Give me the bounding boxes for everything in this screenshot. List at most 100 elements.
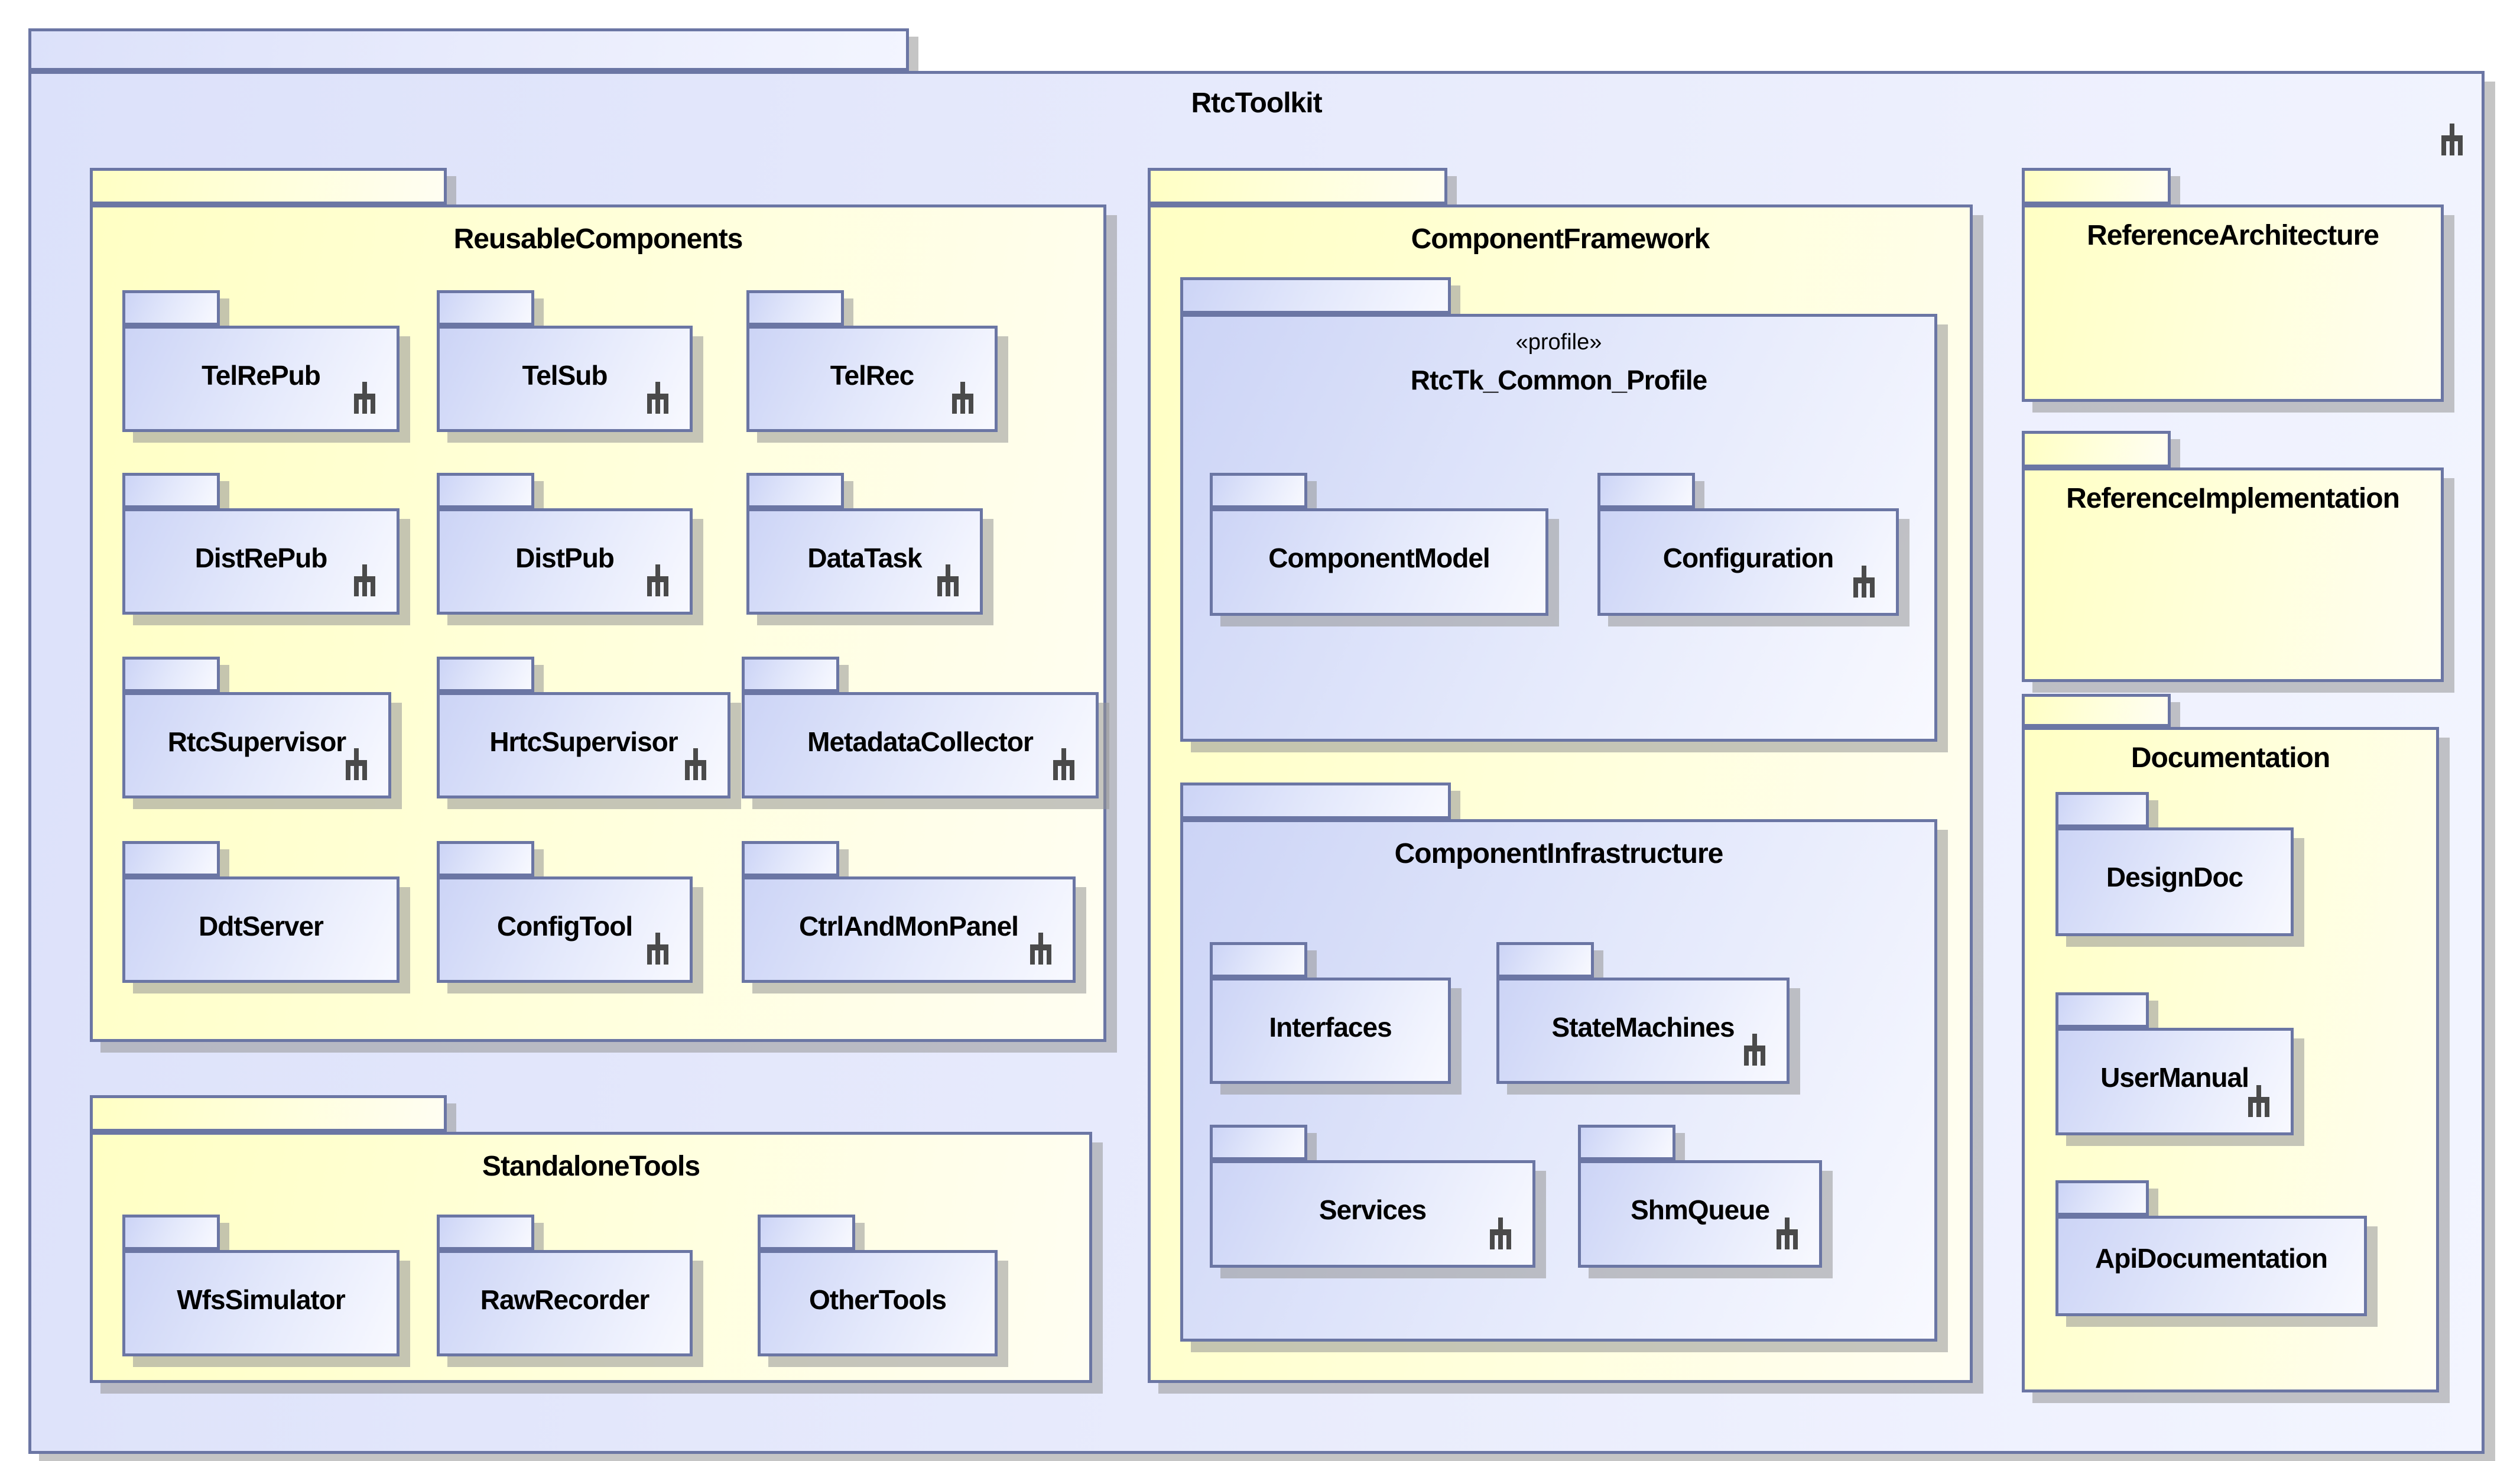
package-body: MetadataCollector	[742, 692, 1099, 798]
package-tab	[742, 657, 839, 692]
package-componentmodel[interactable]: ComponentModel	[1210, 473, 1548, 616]
package-label: ApiDocumentation	[2095, 1243, 2328, 1274]
package-tab	[746, 473, 844, 508]
package-body: DistPub	[437, 508, 693, 615]
package-apidocumentation[interactable]: ApiDocumentation	[2055, 1180, 2367, 1316]
package-rawrecorder[interactable]: RawRecorder	[437, 1215, 693, 1356]
diagram-link-icon	[1853, 566, 1875, 598]
package-shmqueue[interactable]: ShmQueue	[1578, 1125, 1822, 1268]
package-configtool[interactable]: ConfigTool	[437, 841, 693, 983]
package-designdoc[interactable]: DesignDoc	[2055, 792, 2294, 936]
package-label: DistPub	[515, 543, 615, 573]
package-label: WfsSimulator	[177, 1284, 345, 1315]
package-body: HrtcSupervisor	[437, 692, 730, 798]
package-tab	[122, 1215, 220, 1250]
package-metadatacollector[interactable]: MetadataCollector	[742, 657, 1099, 798]
package-tab	[742, 841, 839, 876]
package-label: OtherTools	[809, 1284, 947, 1315]
package-label: ConfigTool	[496, 911, 633, 941]
diagram-link-icon	[2248, 1085, 2269, 1117]
package-usermanual[interactable]: UserManual	[2055, 992, 2294, 1135]
package-body: TelSub	[437, 326, 693, 432]
package-distrepub[interactable]: DistRePub	[122, 473, 400, 615]
package-label: RtcToolkit	[1191, 87, 1322, 119]
package-body: ApiDocumentation	[2055, 1216, 2367, 1316]
package-tab	[746, 290, 844, 326]
package-tab	[437, 473, 534, 508]
package-distpub[interactable]: DistPub	[437, 473, 693, 615]
package-body: WfsSimulator	[122, 1250, 400, 1356]
package-body: ReferenceArchitecture	[2022, 204, 2444, 402]
package-telrepub[interactable]: TelRePub	[122, 290, 400, 432]
package-label: ReferenceImplementation	[2066, 483, 2400, 514]
package-hrtcsupervisor[interactable]: HrtcSupervisor	[437, 657, 730, 798]
package-label: CtrlAndMonPanel	[799, 911, 1019, 941]
package-referenceimplementation[interactable]: ReferenceImplementation	[2022, 431, 2444, 682]
package-tab	[2022, 431, 2171, 467]
diagram-link-icon	[346, 748, 367, 780]
package-body: ShmQueue	[1578, 1160, 1822, 1268]
package-body: CtrlAndMonPanel	[742, 876, 1076, 983]
package-configuration[interactable]: Configuration	[1597, 473, 1899, 616]
package-wfssimulator[interactable]: WfsSimulator	[122, 1215, 400, 1356]
package-othertools[interactable]: OtherTools	[758, 1215, 998, 1356]
package-rtcsupervisor[interactable]: RtcSupervisor	[122, 657, 391, 798]
package-tab	[1210, 942, 1307, 978]
package-ddtserver[interactable]: DdtServer	[122, 841, 400, 983]
package-label: DataTask	[807, 543, 922, 573]
package-tab	[122, 657, 220, 692]
package-label: ComponentModel	[1268, 543, 1490, 573]
package-label: DistRePub	[194, 543, 328, 573]
package-body: TelRec	[746, 326, 998, 432]
package-tab	[1496, 942, 1594, 978]
package-tab	[1180, 277, 1451, 314]
package-label: ReusableComponents	[453, 223, 743, 255]
package-label: Services	[1319, 1194, 1427, 1225]
package-telrec[interactable]: TelRec	[746, 290, 998, 432]
package-label: HrtcSupervisor	[489, 726, 678, 757]
package-body: DataTask	[746, 508, 983, 615]
package-body: Interfaces	[1210, 978, 1451, 1084]
package-tab	[1597, 473, 1695, 508]
package-body: TelRePub	[122, 326, 400, 432]
package-label: ReferenceArchitecture	[2087, 220, 2379, 251]
package-statemachines[interactable]: StateMachines	[1496, 942, 1790, 1084]
diagram-link-icon	[1744, 1034, 1765, 1066]
package-tab	[28, 28, 909, 71]
package-label: RtcSupervisor	[167, 726, 346, 757]
package-tab	[758, 1215, 855, 1250]
package-label: RawRecorder	[480, 1284, 650, 1315]
package-body: RtcSupervisor	[122, 692, 391, 798]
package-tab	[437, 1215, 534, 1250]
package-stereotype: «profile»	[1515, 330, 1602, 355]
package-label: TelSub	[522, 360, 608, 391]
diagram-link-icon	[647, 564, 668, 596]
package-body: ComponentModel	[1210, 508, 1548, 616]
package-tab	[1148, 168, 1447, 204]
package-services[interactable]: Services	[1210, 1125, 1535, 1268]
package-interfaces[interactable]: Interfaces	[1210, 942, 1451, 1084]
package-body: Configuration	[1597, 508, 1899, 616]
package-ctrlandmonpanel[interactable]: CtrlAndMonPanel	[742, 841, 1076, 983]
package-tab	[2055, 1180, 2149, 1216]
diagram-link-icon	[1030, 933, 1051, 965]
package-label: StandaloneTools	[482, 1151, 700, 1182]
package-label: DesignDoc	[2106, 862, 2243, 892]
package-tab	[1210, 473, 1307, 508]
package-referencearchitecture[interactable]: ReferenceArchitecture	[2022, 168, 2444, 402]
diagram-link-icon	[354, 564, 375, 596]
package-body: ConfigTool	[437, 876, 693, 983]
package-tab	[437, 657, 534, 692]
package-label: TelRec	[830, 360, 914, 391]
package-telsub[interactable]: TelSub	[437, 290, 693, 432]
diagram-link-icon	[937, 564, 959, 596]
package-label: Documentation	[2131, 742, 2330, 774]
package-body: DistRePub	[122, 508, 400, 615]
diagram-link-icon	[647, 933, 668, 965]
diagram-link-icon	[1053, 748, 1074, 780]
package-body: RawRecorder	[437, 1250, 693, 1356]
package-tab	[1210, 1125, 1307, 1160]
diagram-link-icon	[647, 382, 668, 414]
package-datatask[interactable]: DataTask	[746, 473, 983, 615]
